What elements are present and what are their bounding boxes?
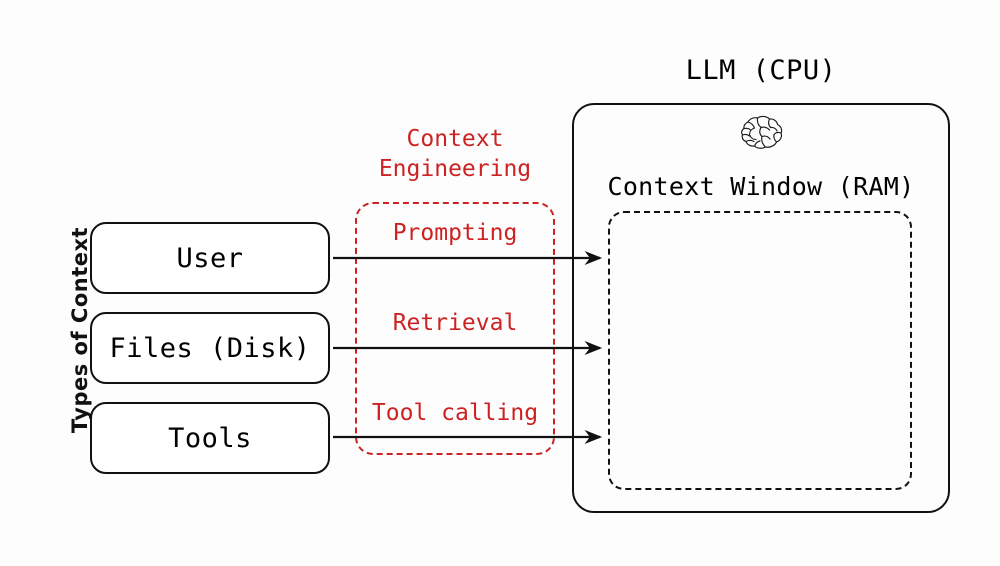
llm-cpu-box bbox=[572, 103, 950, 513]
source-box-tools-label: Tools bbox=[168, 422, 252, 454]
source-box-tools[interactable]: Tools bbox=[90, 402, 330, 474]
context-engineering-title-line2: Engineering bbox=[378, 156, 532, 182]
context-window-title: Context Window (RAM) bbox=[607, 172, 915, 201]
context-engineering-group-box bbox=[355, 202, 555, 455]
types-of-context-label: Types of Context bbox=[68, 226, 92, 434]
context-window-box bbox=[608, 211, 912, 490]
context-engineering-title: Context Engineering bbox=[355, 124, 555, 184]
source-box-user[interactable]: User bbox=[90, 222, 330, 294]
method-label-prompting: Prompting bbox=[392, 220, 518, 246]
brain-icon bbox=[741, 115, 783, 149]
method-label-retrieval: Retrieval bbox=[392, 310, 518, 336]
source-box-files-label: Files (Disk) bbox=[109, 332, 311, 364]
method-label-tool-calling: Tool calling bbox=[371, 400, 539, 426]
source-box-user-label: User bbox=[176, 242, 244, 274]
arrow-files-to-context-window bbox=[333, 340, 603, 356]
llm-title: LLM (CPU) bbox=[685, 55, 837, 86]
arrow-tools-to-context-window bbox=[333, 429, 603, 445]
context-engineering-title-line1: Context bbox=[406, 126, 504, 152]
arrow-user-to-context-window bbox=[333, 250, 603, 266]
source-box-files[interactable]: Files (Disk) bbox=[90, 312, 330, 384]
